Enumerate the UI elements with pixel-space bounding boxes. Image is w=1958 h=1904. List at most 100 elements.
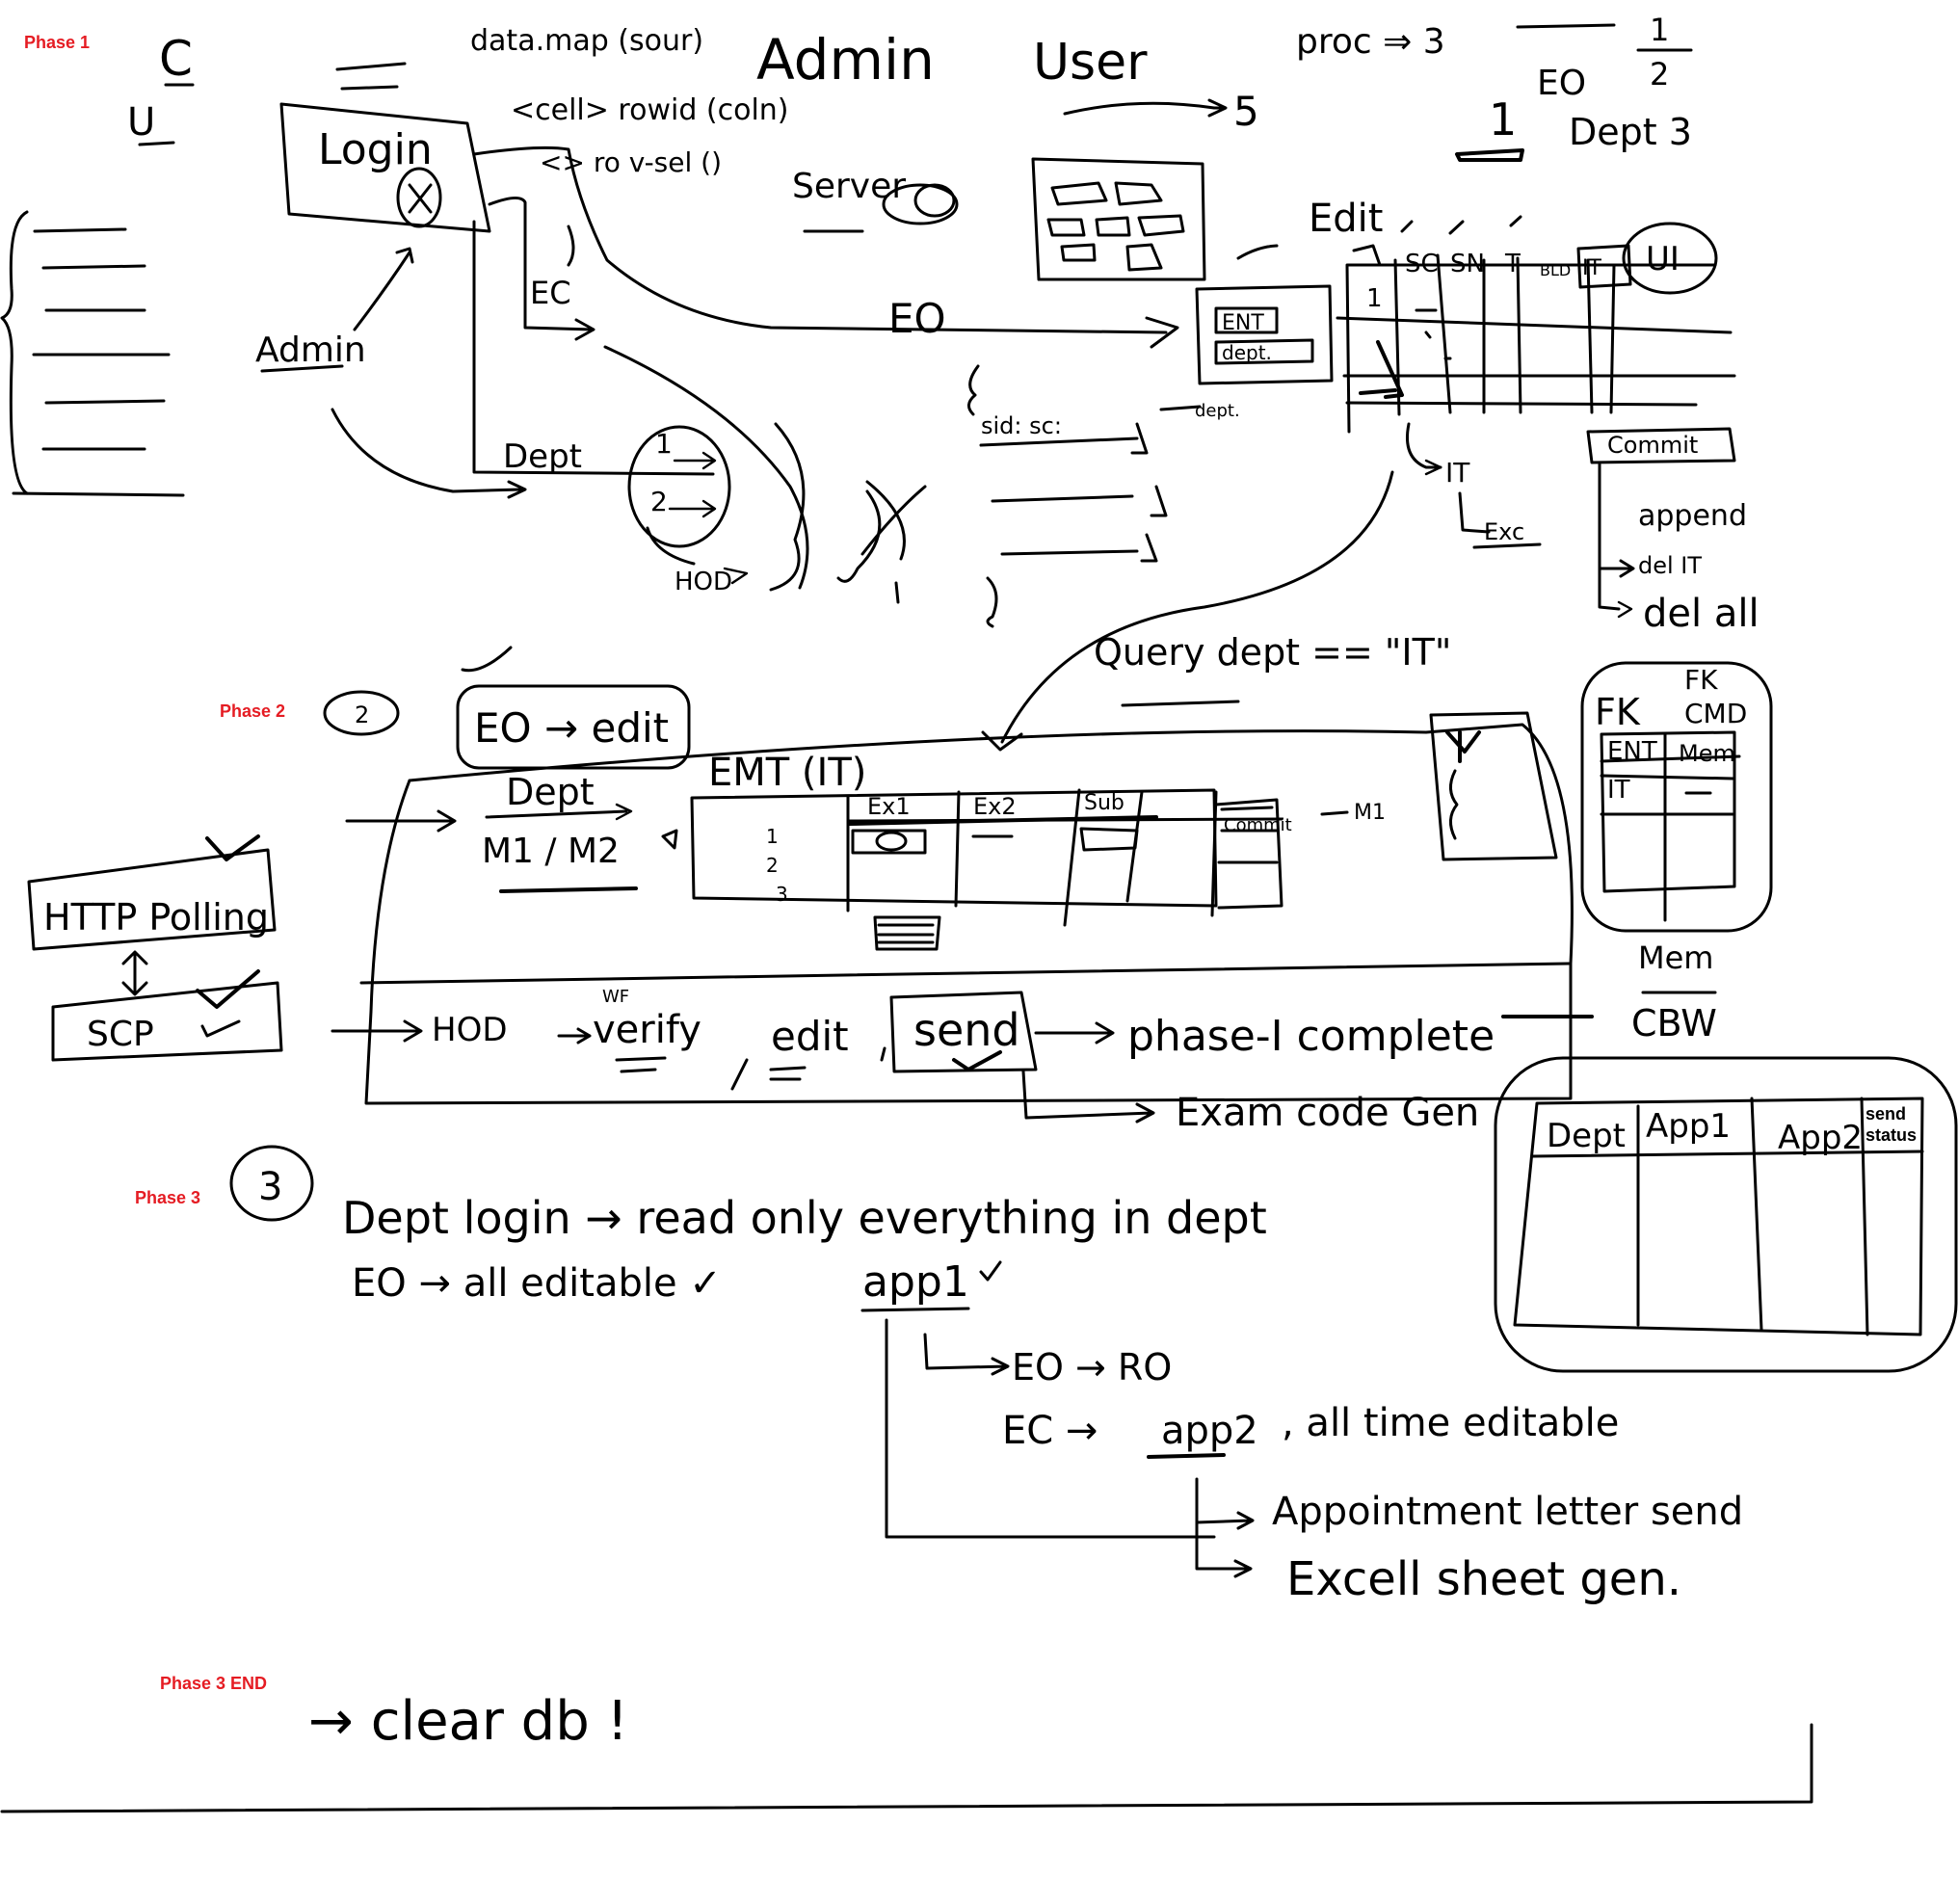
app1-text: app1	[862, 1257, 969, 1307]
m1-m2-text: M1 / M2	[482, 832, 620, 871]
grid-header-sc: SC	[1405, 250, 1439, 278]
one-text: 1	[1489, 93, 1517, 145]
ec-label: EC	[530, 275, 571, 311]
grid-header-sn: SN	[1450, 250, 1485, 278]
appointment-text: Appointment letter send	[1272, 1490, 1743, 1534]
exc-label: Exc	[1484, 518, 1524, 545]
cbw-label: CBW	[1631, 1002, 1717, 1045]
excel-text: Excell sheet gen.	[1286, 1552, 1681, 1606]
login-x-mark	[410, 185, 431, 212]
it-exc-label: IT	[1445, 457, 1470, 489]
exam-code-gen-text: Exam code Gen	[1176, 1091, 1479, 1135]
eo-ro-text: EO → RO	[1012, 1346, 1172, 1388]
grid-col-6	[1611, 265, 1614, 412]
eo-arrow-label: EO	[888, 295, 946, 342]
arrow-to-phase-complete	[1036, 1023, 1113, 1043]
phase-2-label: Phase 2	[220, 701, 285, 721]
ent-text: ENT	[1222, 311, 1264, 335]
verify-text: verify	[593, 1008, 701, 1052]
del-it-arrow	[1600, 561, 1633, 576]
query-underline	[1123, 701, 1238, 705]
phase-2-divider	[361, 964, 1569, 983]
app2-underline	[1149, 1455, 1224, 1457]
del-all-text: del all	[1643, 592, 1760, 636]
app1-underline	[862, 1309, 968, 1310]
dept-label-p1: Dept	[503, 437, 582, 476]
phase-3-end-sketch: → clear db !	[2, 1690, 1812, 1811]
sid-dash-1	[981, 438, 1137, 445]
grid-col-5	[1588, 260, 1592, 412]
http-polling-text: HTTP Polling	[43, 896, 269, 939]
grid-col-4	[1518, 258, 1521, 412]
header-c: C	[159, 31, 193, 87]
arrow-to-it-exc	[1407, 424, 1441, 467]
top-dash-1	[337, 64, 405, 69]
arrow-to-exam-code	[1023, 1071, 1153, 1122]
emt-ex1: Ex1	[867, 793, 911, 820]
shapes-box-content	[1048, 183, 1183, 270]
commit-to-m1	[1322, 812, 1347, 814]
header-u: U	[127, 100, 155, 145]
admin-arrow	[355, 252, 410, 330]
ent-dept-box	[1197, 286, 1332, 383]
admin-label: Admin	[255, 331, 366, 370]
tick-mark	[896, 583, 898, 602]
emt-grid	[692, 790, 1216, 906]
dept-3-text: Dept 3	[1569, 111, 1692, 153]
app2-branch	[1197, 1479, 1248, 1569]
admin-title: Admin	[756, 27, 935, 93]
one-underline-block	[1457, 150, 1522, 160]
phase-3-line1: Dept login → read only everything in dep…	[342, 1192, 1267, 1244]
dept-option-1: 1	[655, 428, 673, 460]
emt-cell-oval	[877, 833, 906, 850]
scp-small-check	[202, 1021, 239, 1036]
arrow-to-verify	[559, 1029, 590, 1043]
end-bottom-line	[2, 1725, 1812, 1811]
hod-label-p1: HOD	[675, 568, 732, 596]
ro-visual-text: <> ro v-sel ()	[540, 146, 722, 178]
m1m2-thick-line	[501, 888, 636, 891]
emt-it-title: EMT (IT)	[708, 751, 866, 795]
phase-3-label: Phase 3	[135, 1188, 200, 1207]
clear-db-text: → clear db !	[308, 1690, 628, 1753]
arrow-admin-to-dept	[332, 410, 520, 491]
all-time-text: , all time editable	[1282, 1401, 1619, 1445]
user-arrow-line	[1065, 103, 1224, 114]
eo-fraction-label: EO	[1537, 64, 1586, 103]
verify-underline	[617, 1058, 665, 1071]
half-denominator: 2	[1650, 56, 1669, 93]
top-dash-2	[342, 87, 397, 89]
dept-option-1-arrow	[675, 453, 715, 468]
edit-underline	[771, 1068, 805, 1079]
phase-3-end-label: Phase 3 END	[160, 1674, 267, 1693]
emt-row-2: 2	[766, 854, 779, 877]
server-circle-2	[915, 185, 954, 216]
arrow-login-to-dept	[474, 222, 713, 474]
arrow-to-dept	[1161, 407, 1200, 410]
small-curve-1	[569, 226, 573, 265]
phase-complete-text: phase-I complete	[1127, 1012, 1495, 1061]
proc-text: proc ⇒ 3	[1296, 22, 1445, 62]
dept-text: dept.	[1222, 341, 1272, 364]
query-text: Query dept == "IT"	[1094, 631, 1451, 674]
emt-m1: M1	[1354, 801, 1386, 825]
grid-col-2	[1438, 255, 1450, 412]
fk-mem: Mem	[1679, 740, 1735, 767]
fk-it: IT	[1607, 776, 1630, 805]
grid-header-t: T	[1504, 250, 1521, 278]
emt-sub: Sub	[1084, 791, 1125, 815]
phase-1-sketch: C U data.map (sour) <cell> rowid (coln) …	[2, 12, 1760, 750]
user-count: 5	[1233, 88, 1259, 135]
phase-3-line2: EO → all editable ✓	[352, 1261, 722, 1306]
dept-option-2-arrow	[670, 501, 715, 516]
app-header-dept: Dept	[1547, 1117, 1626, 1155]
curve-right	[838, 491, 880, 581]
brace-bottom	[988, 578, 996, 626]
append-text: append	[1638, 499, 1747, 533]
app-header-app2: App2	[1778, 1119, 1863, 1157]
emt-col-2	[956, 792, 959, 906]
data-map-text: data.map (sour)	[470, 24, 703, 58]
phase-2-num: 2	[355, 701, 369, 728]
emt-row-3: 3	[776, 883, 788, 906]
